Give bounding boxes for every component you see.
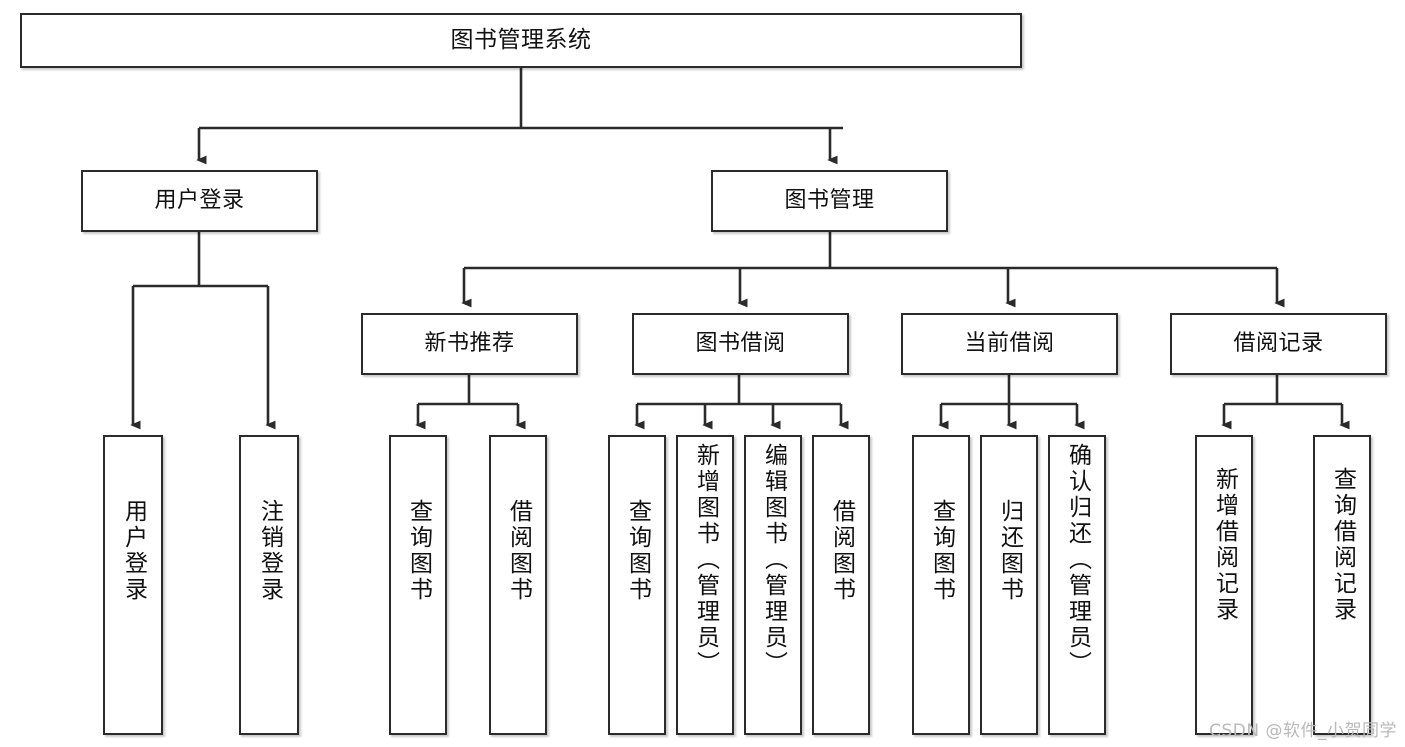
node-leaf-user-login[interactable]: 用户登录 — [103, 435, 163, 735]
node-leaf-add-record[interactable]: 新增借阅记录 — [1195, 435, 1253, 735]
node-leaf-edit-book-label: 编辑图书（管理员） — [760, 443, 787, 677]
node-book-management[interactable]: 图书管理 — [711, 170, 948, 232]
node-current-borrow[interactable]: 当前借阅 — [901, 313, 1118, 375]
node-current-borrow-label: 当前借阅 — [964, 331, 1055, 357]
node-borrow-record-label: 借阅记录 — [1233, 331, 1324, 357]
node-book-borrow[interactable]: 图书借阅 — [632, 313, 849, 375]
node-leaf-confirm-return[interactable]: 确认归还（管理员） — [1048, 435, 1106, 735]
node-leaf-query-book-1[interactable]: 查询图书 — [389, 435, 447, 735]
node-leaf-user-login-label: 用户登录 — [120, 499, 147, 603]
node-new-book-recommend-label: 新书推荐 — [424, 331, 515, 357]
node-borrow-record[interactable]: 借阅记录 — [1170, 313, 1387, 375]
node-leaf-query-book-3-label: 查询图书 — [928, 499, 955, 603]
node-leaf-return-book-label: 归还图书 — [996, 499, 1023, 603]
node-leaf-confirm-return-label: 确认归还（管理员） — [1064, 443, 1091, 677]
node-leaf-user-logout-label: 注销登录 — [256, 499, 283, 603]
node-leaf-borrow-book-2[interactable]: 借阅图书 — [812, 435, 870, 735]
node-leaf-query-record-label: 查询借阅记录 — [1329, 467, 1356, 623]
node-user-login[interactable]: 用户登录 — [81, 170, 318, 232]
node-leaf-query-book-2-label: 查询图书 — [624, 499, 651, 603]
node-leaf-user-logout[interactable]: 注销登录 — [239, 435, 299, 735]
node-leaf-add-book-label: 新增图书（管理员） — [692, 443, 719, 677]
node-user-login-label: 用户登录 — [154, 188, 245, 214]
node-leaf-borrow-book-1-label: 借阅图书 — [505, 499, 532, 603]
node-leaf-query-book-2[interactable]: 查询图书 — [608, 435, 666, 735]
node-root-label: 图书管理系统 — [450, 26, 592, 53]
node-leaf-return-book[interactable]: 归还图书 — [980, 435, 1038, 735]
node-leaf-borrow-book-2-label: 借阅图书 — [828, 499, 855, 603]
node-leaf-query-record[interactable]: 查询借阅记录 — [1313, 435, 1371, 735]
node-new-book-recommend[interactable]: 新书推荐 — [361, 313, 578, 375]
node-leaf-query-book-3[interactable]: 查询图书 — [912, 435, 970, 735]
node-book-management-label: 图书管理 — [784, 188, 875, 214]
node-leaf-add-record-label: 新增借阅记录 — [1211, 467, 1238, 623]
node-leaf-borrow-book-1[interactable]: 借阅图书 — [489, 435, 547, 735]
node-root[interactable]: 图书管理系统 — [20, 13, 1022, 68]
csdn-watermark: CSDN @软件_小贺同学 — [1209, 721, 1397, 741]
node-leaf-add-book[interactable]: 新增图书（管理员） — [676, 435, 734, 735]
node-book-borrow-label: 图书借阅 — [695, 331, 786, 357]
node-leaf-query-book-1-label: 查询图书 — [405, 499, 432, 603]
node-leaf-edit-book[interactable]: 编辑图书（管理员） — [744, 435, 802, 735]
